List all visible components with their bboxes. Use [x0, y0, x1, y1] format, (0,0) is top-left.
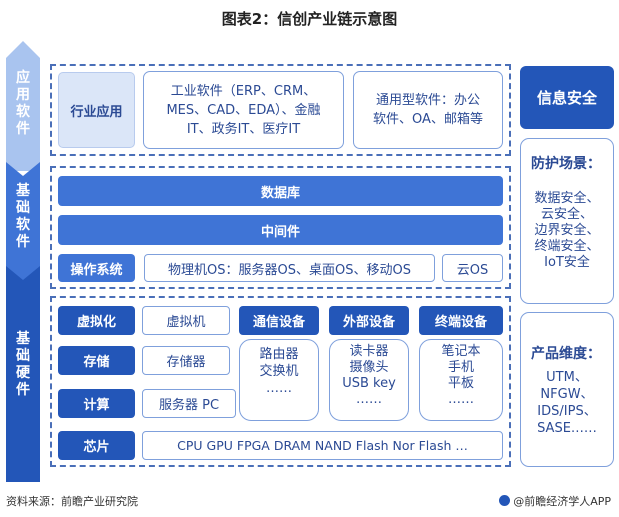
scenario-item: 数据安全、 — [534, 191, 600, 206]
scenario-item: 终端安全、 — [534, 239, 600, 254]
physical-os-box: 物理机OS：服务器OS、桌面OS、移动OS — [144, 254, 435, 282]
list-item: USB key — [342, 376, 396, 391]
list-item: …… — [266, 381, 292, 396]
product-dimension-card: 产品维度： UTM、 NFGW、 IDS/IPS、 SASE…… — [520, 312, 614, 467]
hardware-region — [50, 296, 511, 467]
chip-list-box: CPU GPU FPGA DRAM NAND Flash Nor Flash … — [142, 431, 503, 460]
vertical-label-char: 用 — [16, 87, 30, 103]
base-software-layer-label: 基础软件 — [6, 183, 40, 251]
vertical-label-char: 硬 — [16, 365, 30, 381]
product-item: SASE…… — [537, 421, 597, 436]
chip-tag: 芯片 — [58, 431, 135, 460]
product-title: 产品维度： — [531, 346, 601, 362]
application-layer-arrow — [6, 41, 40, 171]
terminal-device-tag: 终端设备 — [419, 306, 503, 335]
storage-tag: 存储 — [58, 346, 135, 375]
server-pc-box: 服务器 PC — [142, 389, 236, 418]
industrial-software-line: MES、CAD、EDA）、金融 — [166, 102, 321, 118]
list-item: 笔记本 — [441, 344, 481, 359]
scenario-title: 防护场景： — [531, 156, 601, 172]
product-item: NFGW、 — [540, 387, 594, 402]
industrial-software-line: IT、政务IT、医疗IT — [186, 121, 301, 137]
vertical-label-char: 软 — [16, 217, 30, 233]
brand-credit: @前瞻经济学人APP — [499, 493, 611, 509]
industrial-software-line: 工业软件（ERP、CRM、 — [170, 83, 317, 99]
base-software-layer-arrow — [6, 162, 40, 282]
scenario-item: 云安全、 — [540, 207, 593, 222]
list-item: 路由器 — [259, 347, 299, 362]
page-title: 图表2：信创产业链示意图 — [221, 10, 398, 28]
external-device-tag: 外部设备 — [329, 306, 409, 335]
vertical-label-char: 基 — [16, 331, 30, 347]
hardware-layer-label: 基础硬件 — [6, 331, 40, 399]
list-item: 摄像头 — [349, 360, 389, 375]
info-security-box: 信息安全 — [520, 66, 614, 129]
industry-app-box: 行业应用 — [58, 72, 135, 148]
list-item: …… — [448, 392, 474, 407]
hardware-layer-arrow — [6, 266, 40, 482]
general-software-line: 软件、OA、邮箱等 — [373, 112, 483, 127]
cloud-os-box: 云OS — [442, 254, 503, 282]
scenario-item: IoT安全 — [544, 255, 590, 270]
application-layer-label: 应用软件 — [6, 70, 40, 138]
comm-device-tag: 通信设备 — [239, 306, 319, 335]
product-item: IDS/IPS、 — [537, 404, 597, 419]
vertical-label-char: 应 — [16, 70, 30, 86]
industrial-software-box: 工业软件（ERP、CRM、 MES、CAD、EDA）、金融 IT、政务IT、医疗… — [143, 71, 344, 149]
vertical-label-char: 软 — [16, 104, 30, 120]
storage-device-box: 存储器 — [142, 346, 230, 375]
list-item: 平板 — [447, 376, 474, 391]
comm-device-list: 路由器 交换机 …… — [239, 339, 319, 421]
brand-text: @前瞻经济学人APP — [513, 495, 611, 508]
list-item: 交换机 — [259, 364, 299, 379]
base-software-region — [50, 166, 511, 289]
vertical-label-char: 基 — [16, 183, 30, 199]
compute-tag: 计算 — [58, 389, 135, 418]
vertical-label-char: 础 — [16, 348, 30, 364]
protection-scenario-card: 防护场景： 数据安全、 云安全、 边界安全、 终端安全、 IoT安全 — [520, 138, 614, 304]
application-region — [50, 64, 511, 156]
vertical-label-char: 件 — [16, 234, 30, 250]
product-item: UTM、 — [546, 370, 588, 385]
vertical-label-char: 件 — [16, 121, 30, 137]
virtualization-tag: 虚拟化 — [58, 306, 135, 335]
general-software-box: 通用型软件：办公 软件、OA、邮箱等 — [353, 71, 503, 149]
virtual-machine-box: 虚拟机 — [142, 306, 230, 335]
external-device-list: 读卡器 摄像头 USB key …… — [329, 339, 409, 421]
terminal-device-list: 笔记本 手机 平板 …… — [419, 339, 503, 421]
database-bar: 数据库 — [58, 176, 503, 206]
os-tag: 操作系统 — [58, 254, 135, 282]
list-item: 读卡器 — [349, 344, 389, 359]
general-software-line: 通用型软件：办公 — [375, 93, 480, 108]
middleware-bar: 中间件 — [58, 215, 503, 245]
scenario-item: 边界安全、 — [534, 223, 600, 238]
vertical-label-char: 础 — [16, 200, 30, 216]
vertical-label-char: 件 — [16, 382, 30, 398]
list-item: …… — [356, 392, 382, 407]
brand-logo-icon — [499, 495, 511, 506]
source-note: 资料来源：前瞻产业研究院 — [6, 495, 138, 508]
list-item: 手机 — [447, 360, 474, 375]
